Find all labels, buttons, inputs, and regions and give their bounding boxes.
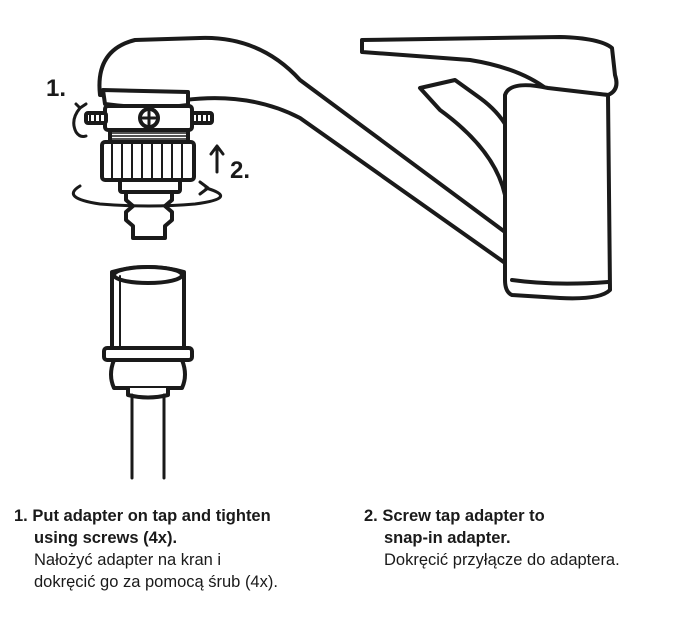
step-2-en-line2: snap-in adapter. — [384, 529, 511, 547]
instruction-step-2: 2. Screw tap adapter to snap-in adapter.… — [364, 505, 694, 571]
step-2-en-line1: Screw tap adapter to — [382, 507, 545, 525]
rotation-arrow — [71, 184, 222, 208]
figure-label-step1: 1. — [46, 75, 66, 102]
hose — [130, 393, 166, 480]
faucet-assembly-illustration: 1. 2. — [46, 35, 619, 480]
snap-in-connector — [102, 265, 194, 400]
snap-nozzle — [124, 190, 174, 240]
instruction-step-1: 1. Put adapter on tap and tighten using … — [14, 505, 354, 593]
step-2-pl-line1: Dokręcić przyłącze do adaptera. — [384, 551, 620, 569]
step-1-en-line2: using screws (4x). — [34, 529, 178, 547]
tap-adapter — [84, 104, 214, 240]
faucet-body — [503, 83, 612, 301]
step-1-en-line1: Put adapter on tap and tighten — [32, 507, 271, 525]
step-1-pl-line1: Nałożyć adapter na kran i — [34, 551, 222, 569]
figure-label-step2: 2. — [230, 157, 250, 184]
knurled-nut — [100, 140, 196, 182]
step-1-number: 1. — [14, 507, 28, 525]
step-2-number: 2. — [364, 507, 378, 525]
step1-rotate-arrow — [72, 106, 88, 138]
faucet-spout — [97, 35, 522, 272]
faucet — [97, 35, 619, 301]
step-1-pl-line2: dokręcić go za pomocą śrub (4x). — [34, 573, 278, 591]
faucet-lever — [360, 35, 619, 97]
